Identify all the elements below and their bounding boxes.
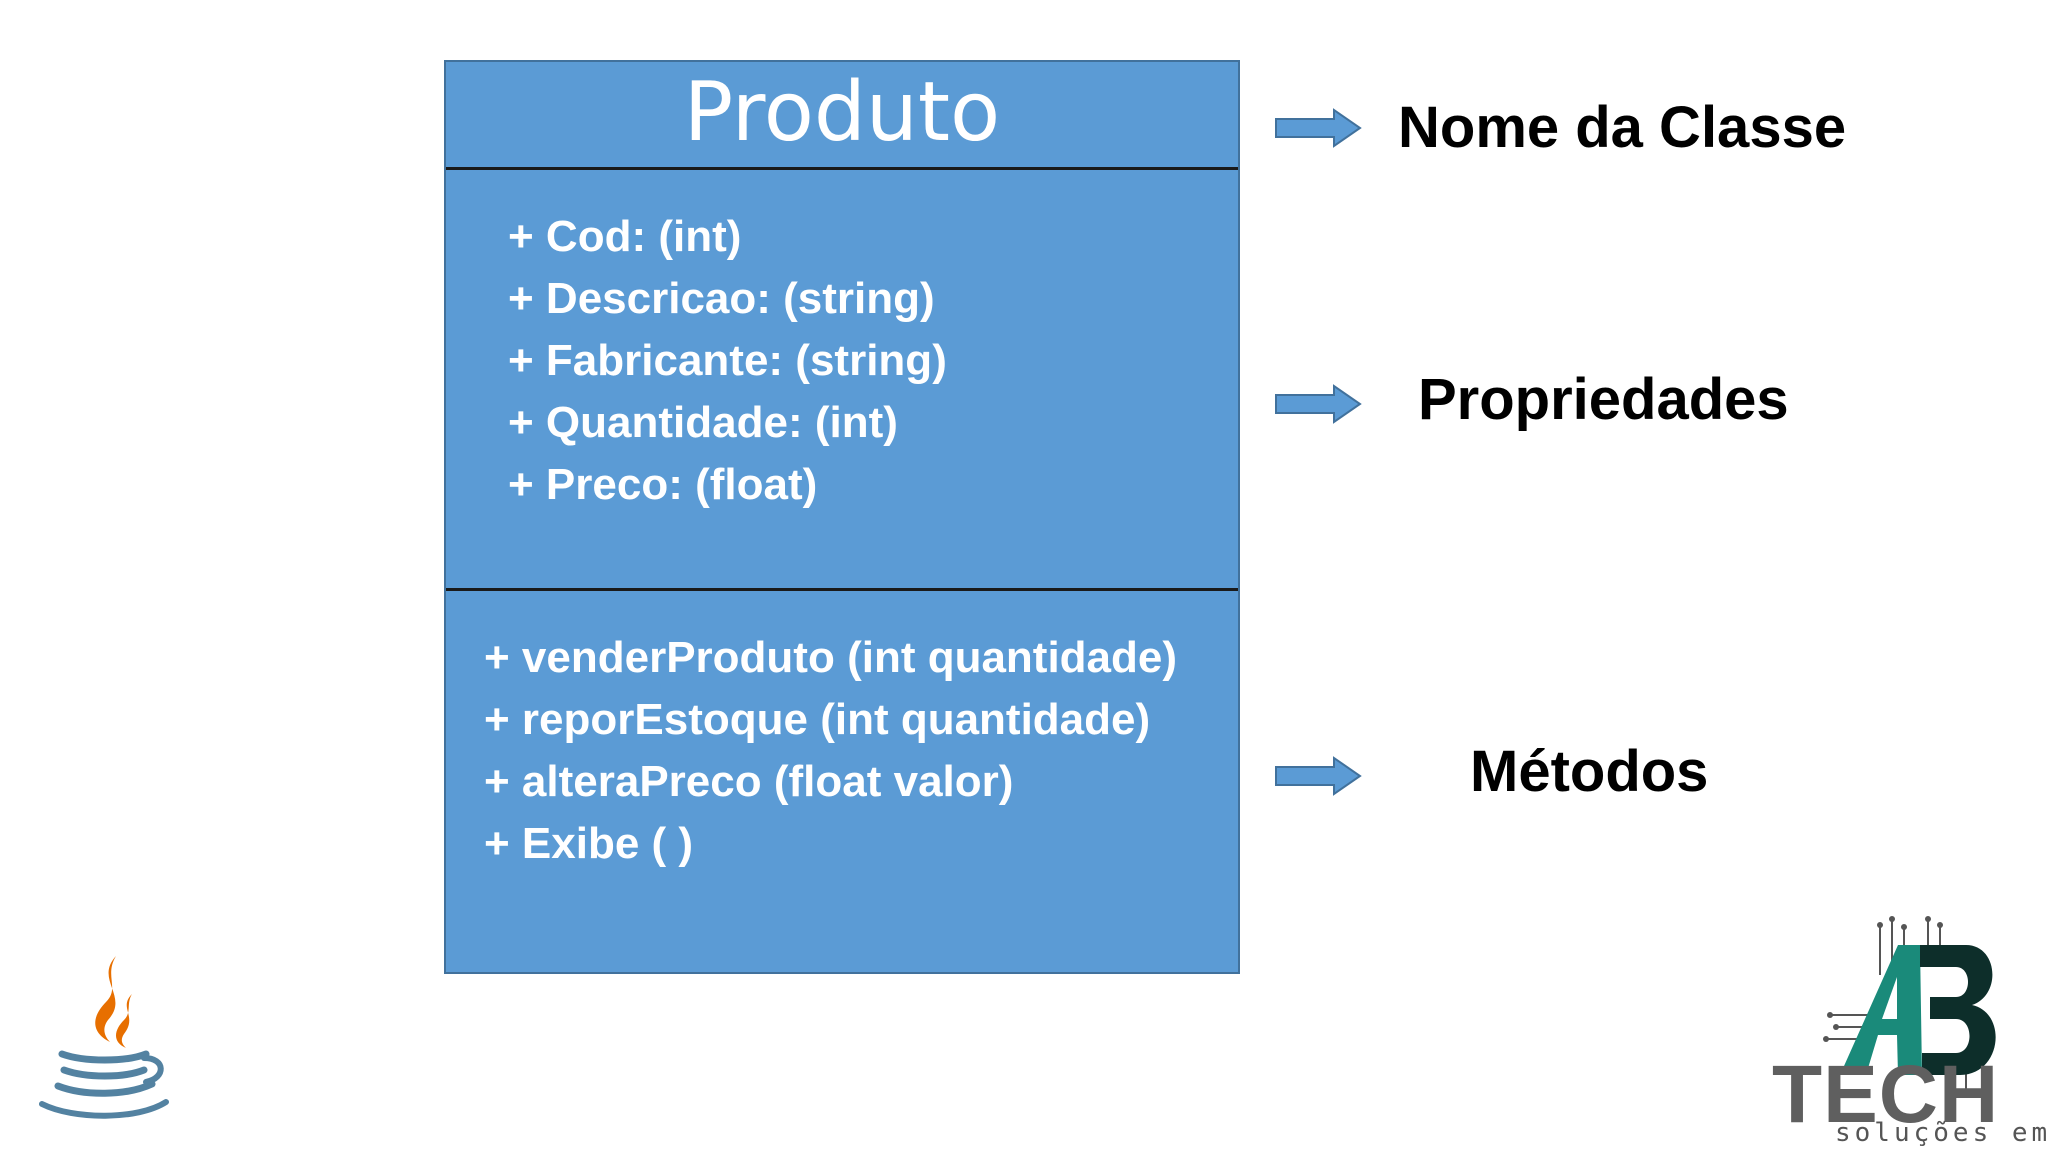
ab-tech-logo-icon — [1823, 916, 1996, 1103]
class-name-section: Produto — [446, 62, 1238, 170]
property-item: + Descricao: (string) — [508, 274, 935, 323]
brand-tagline: soluções em ti — [1835, 1118, 2048, 1148]
methods-section: + venderProduto (int quantidade) + repor… — [446, 591, 1238, 875]
java-logo-icon — [39, 956, 169, 1119]
property-item: + Cod: (int) — [508, 212, 742, 261]
method-item: + Exibe ( ) — [484, 819, 694, 868]
class-name-label: Nome da Classe — [1398, 95, 1847, 160]
arrow-right-icon — [1275, 108, 1362, 148]
properties-section: + Cod: (int) + Descricao: (string) + Fab… — [446, 170, 1238, 591]
property-item: + Fabricante: (string) — [508, 336, 947, 385]
method-item: + reporEstoque (int quantidade) — [484, 695, 1151, 744]
uml-class-box: Produto + Cod: (int) + Descricao: (strin… — [444, 60, 1240, 974]
methods-label: Métodos — [1470, 739, 1709, 804]
method-item: + venderProduto (int quantidade) — [484, 633, 1178, 682]
brand-word: TECH — [1772, 1049, 2000, 1140]
class-name: Produto — [683, 65, 1001, 160]
property-item: + Preco: (float) — [508, 460, 818, 509]
properties-label: Propriedades — [1418, 367, 1789, 432]
property-item: + Quantidade: (int) — [508, 398, 898, 447]
arrow-right-icon — [1275, 384, 1362, 424]
method-item: + alteraPreco (float valor) — [484, 757, 1014, 806]
arrow-right-icon — [1275, 756, 1362, 796]
